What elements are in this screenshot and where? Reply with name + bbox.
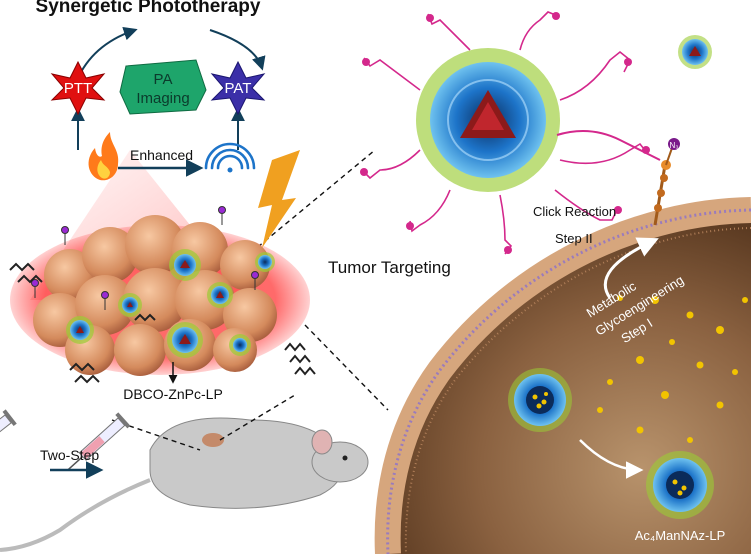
pat-label: PAT [225,80,252,97]
zoom-line-mouse-left [111,419,201,451]
syringe-pink-icon [67,412,131,471]
internalization-arrow [579,439,644,479]
click-linker [556,130,661,161]
step1-arrow [603,237,659,299]
molecule-dot [607,379,613,385]
molecule-dot [636,356,644,364]
molecule-dot [732,369,738,375]
enhanced-label: Enhanced [130,147,193,163]
molecule-dot [696,361,704,369]
ptt-label: PTT [64,80,92,97]
lightning-bolt-icon [258,150,300,248]
pa-imaging-blob [119,59,207,115]
dbco-ligands [361,11,649,255]
molecule-dot [716,326,724,334]
surface-azide-chain [653,138,680,226]
cell-membrane-bilayer [386,208,751,554]
azide-pins [31,206,259,310]
diagram-title: Synergetic Phototherapy [36,0,261,17]
fire-icon [88,132,119,181]
cycle-arrow-title-to-pat [209,29,266,71]
molecule-dot [686,311,694,319]
molecule-dot [742,297,748,303]
liposome-inset-icon [678,35,712,69]
dbco-zn-pc-liposome-large [416,48,560,192]
two-step-label: Two-Step [40,447,99,463]
pat-star-icon [210,60,266,116]
molecule-dot [661,391,669,399]
endocytosed-liposome [508,368,572,432]
molecule-dot [687,437,693,443]
ac4mannaz-molecules [597,295,748,443]
molecule-dot [617,295,623,301]
zoom-line-mouse-right [219,394,296,441]
azide-group [668,138,680,150]
ptt-star-icon [50,60,106,116]
step2-label: Step II [555,231,593,246]
syringe-yellow-icon [0,409,17,456]
molecule-dot [651,296,659,304]
wireless-wave-icon [204,142,256,173]
molecule-dot [716,401,724,409]
tumor-on-mouse [202,433,224,447]
molecule-dot [636,426,644,434]
ac4mannaz-lp-label: Ac₄ManNAz-LP [635,528,726,543]
nir-waves [9,262,316,384]
molecule-dot [669,339,675,345]
dbco-znpc-lp-label: DBCO-ZnPc-LP [123,386,223,402]
released-liposome [646,451,714,519]
pa-imaging-label-line2: Imaging [136,90,189,107]
dbco-ring-marks [360,12,650,254]
mouse-illustration [0,417,369,552]
molecule-dot [597,407,603,413]
click-reaction-label: Click Reaction [533,204,616,219]
pa-imaging-label-line1: PA [154,71,173,88]
tumor-targeting-label: Tumor Targeting [328,258,451,277]
zoom-line-lower [304,324,389,411]
azide-symbol: N₃ [669,141,678,150]
tumor-liposomes [66,249,275,358]
